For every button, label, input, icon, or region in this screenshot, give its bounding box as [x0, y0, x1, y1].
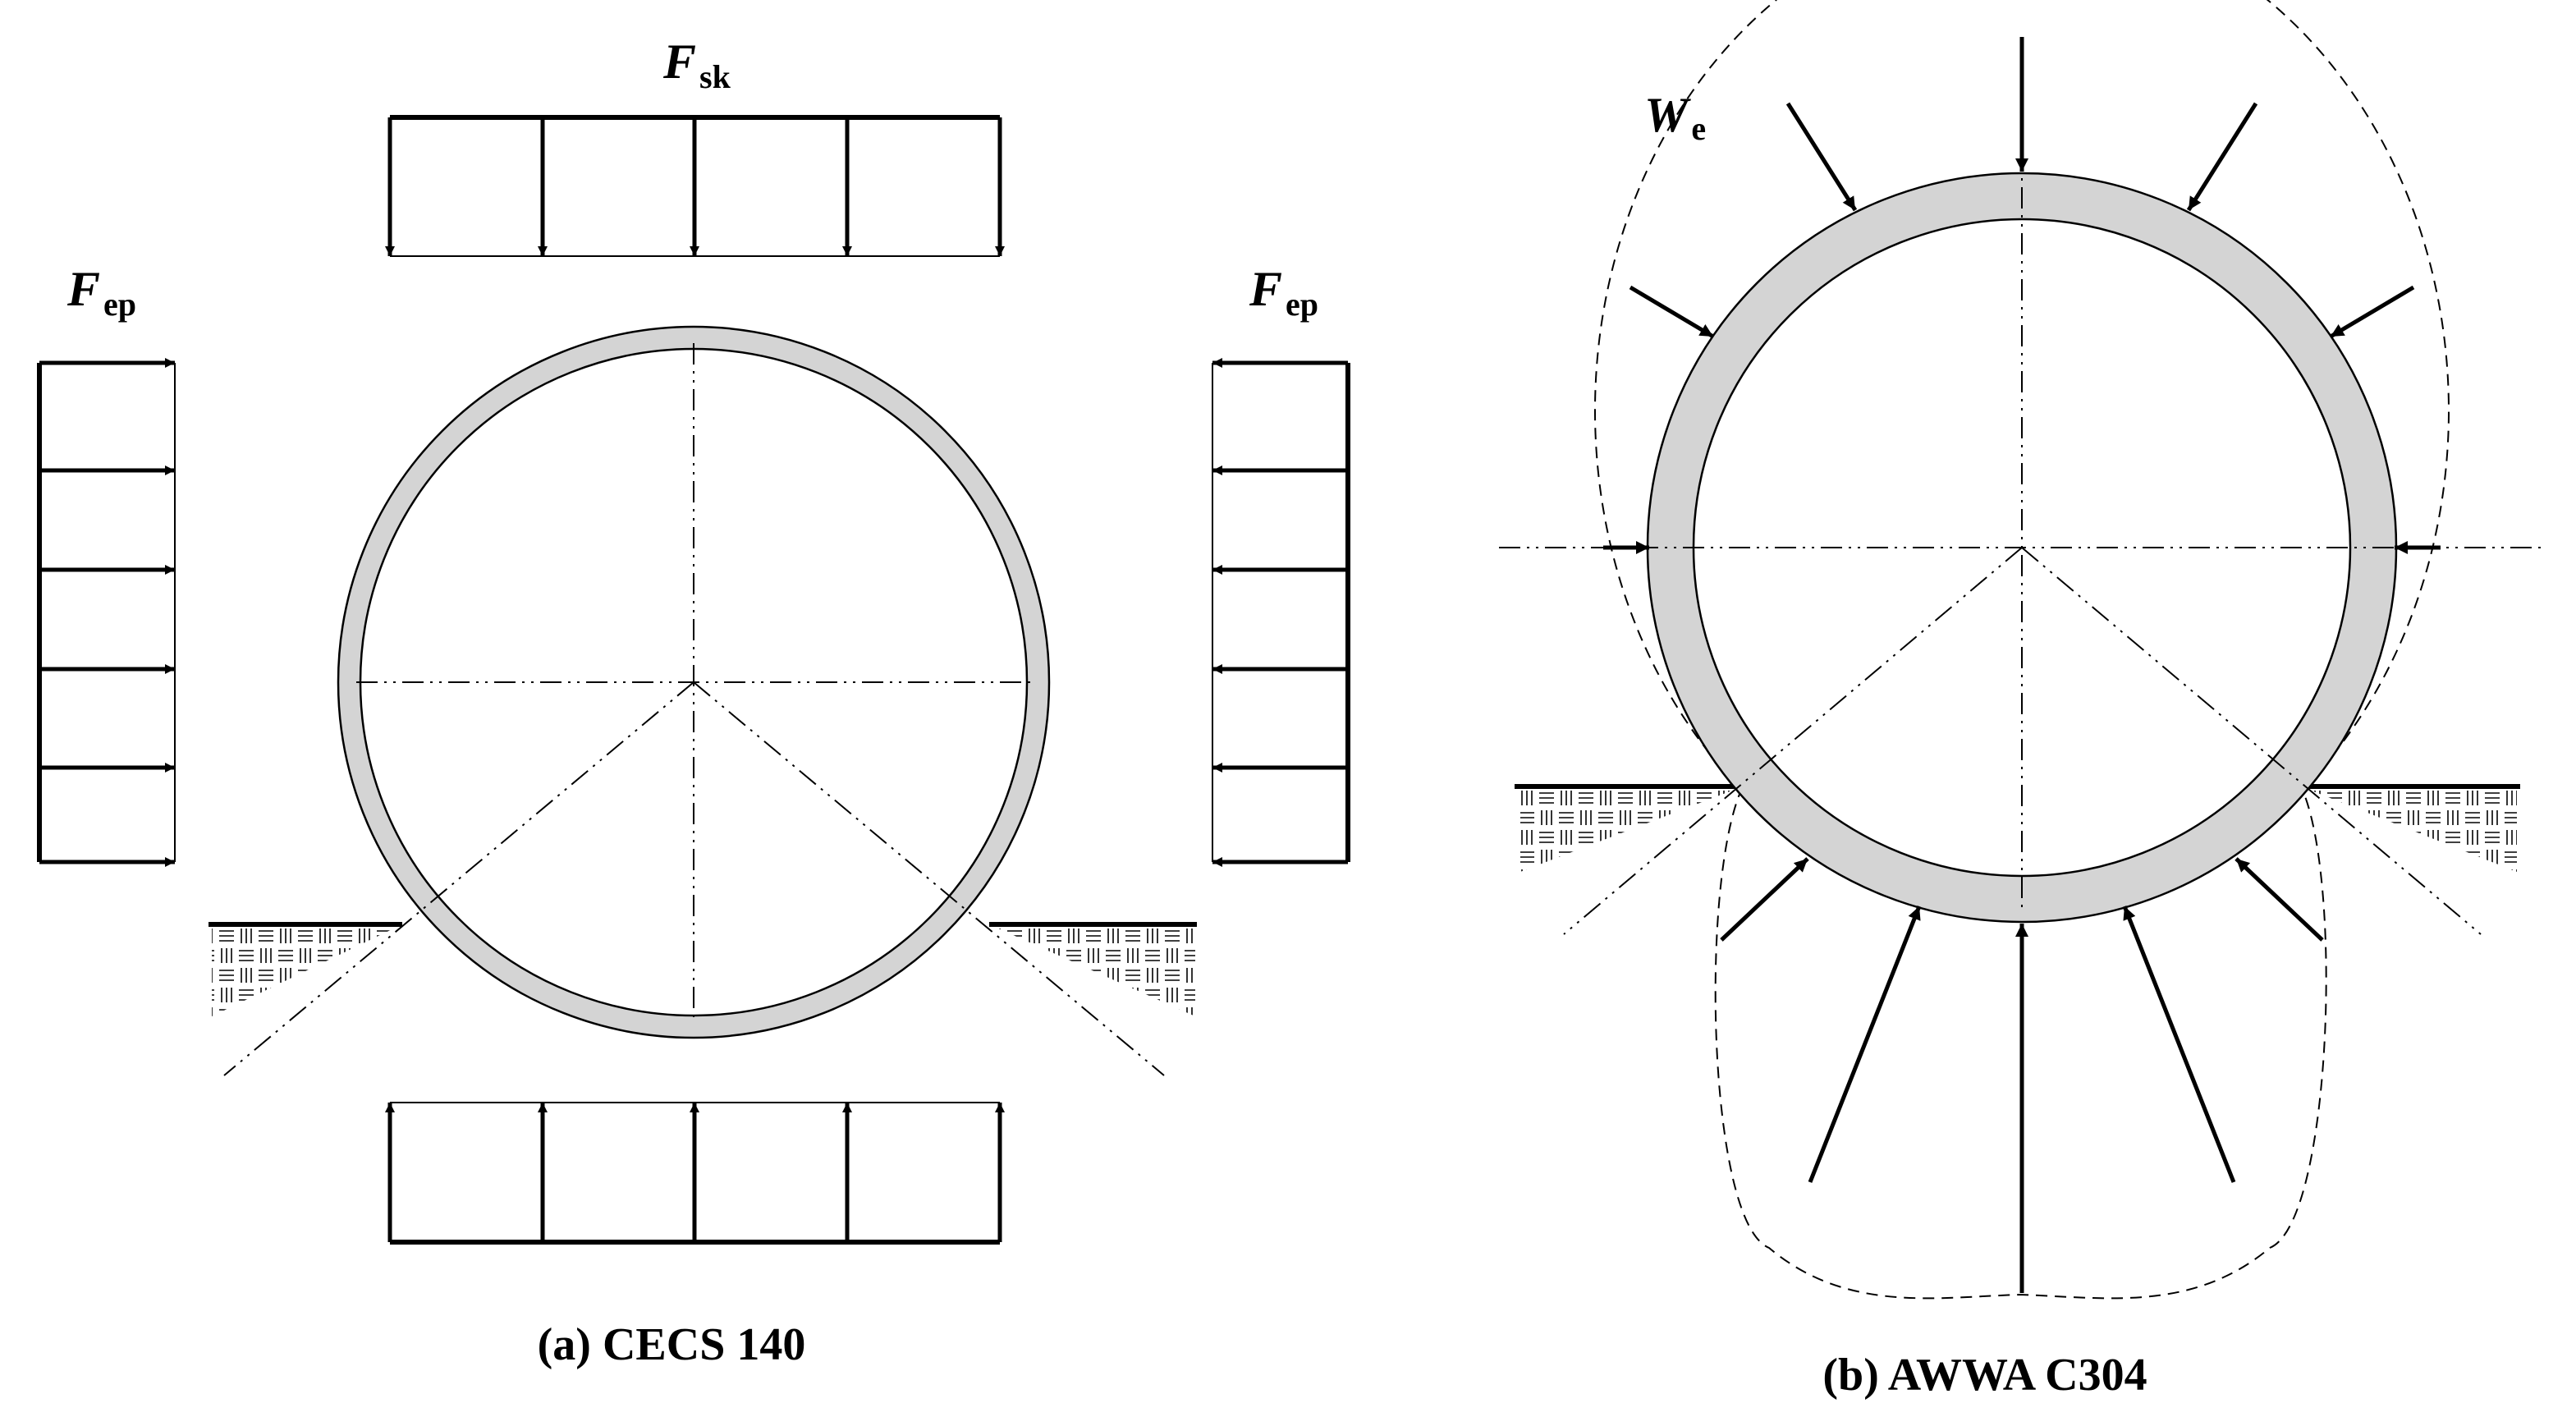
right-soil-support-b [2301, 784, 2520, 872]
center-lines-b [1499, 49, 2545, 935]
top-load-block [385, 115, 1005, 257]
left-soil-support [209, 922, 402, 1016]
caption-a: (a) CECS 140 [538, 1319, 806, 1370]
bottom-reaction-block [385, 1102, 1005, 1245]
left-load-block [37, 358, 176, 867]
right-load-block [1212, 358, 1350, 867]
pressure-envelope [1594, 0, 2450, 1300]
reaction-arrows-bottom [1720, 857, 2324, 1293]
caption-b: (b) AWWA C304 [1822, 1350, 2147, 1401]
earth-load-arrows-top [1603, 37, 2441, 554]
center-lines-a [223, 343, 1165, 1076]
right-soil-support [989, 922, 1197, 1016]
left-soil-support-b [1515, 784, 1743, 872]
